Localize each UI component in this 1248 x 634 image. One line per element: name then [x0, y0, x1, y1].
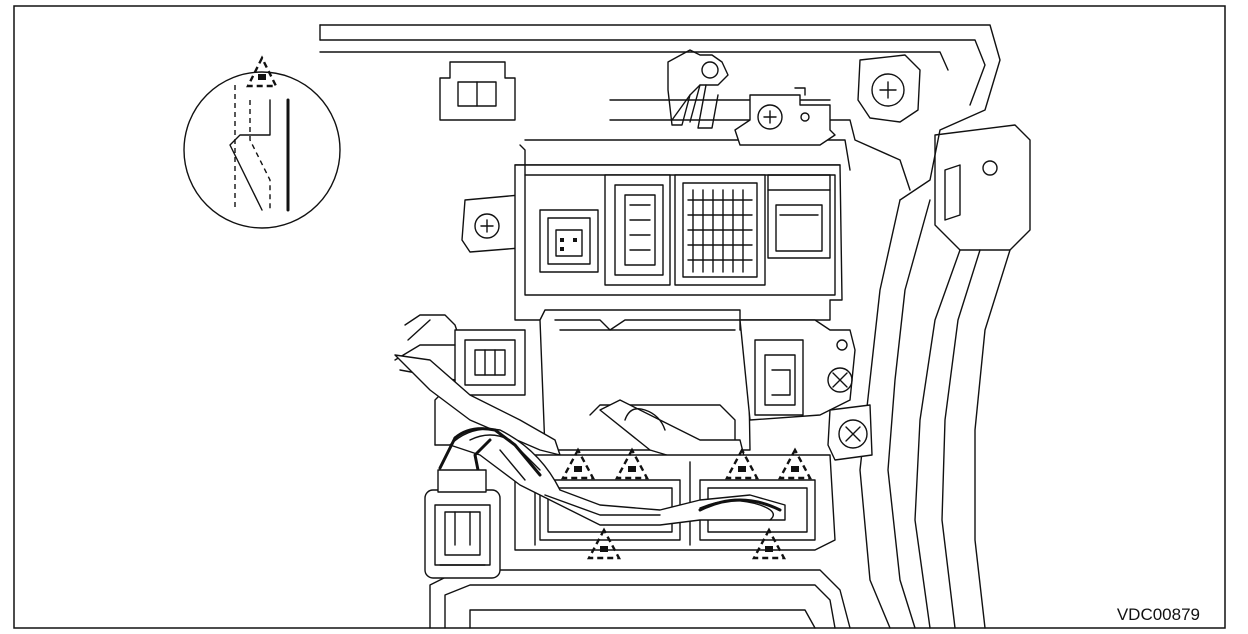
clip-marker-1: [560, 447, 596, 480]
vdc-unit-body: [514, 144, 843, 321]
figure-border: [13, 5, 1226, 629]
clip-markers: [560, 447, 813, 560]
detail-magnifier: [183, 55, 341, 229]
vdc-harness-connector: [424, 427, 542, 579]
bolt-right-top: [857, 54, 921, 123]
upper-clip-center: [667, 49, 729, 129]
clip-marker-4: [777, 447, 813, 480]
clip-marker-2: [614, 447, 650, 480]
bolt-right-lower: [827, 404, 873, 461]
bolt-left: [461, 194, 521, 253]
harness-connector-left: [394, 314, 526, 396]
vdc-lower-housing: [539, 309, 856, 451]
clip-marker-5: [586, 527, 622, 560]
upper-bolt-bracket: [734, 87, 836, 146]
clip-marker-3: [724, 447, 760, 480]
upper-clip-left: [439, 61, 516, 121]
clip-marker-6: [751, 527, 787, 560]
figure-code: VDC00879: [1117, 605, 1200, 624]
wire-harness: [394, 354, 746, 466]
vehicle-panel: [319, 24, 1031, 629]
